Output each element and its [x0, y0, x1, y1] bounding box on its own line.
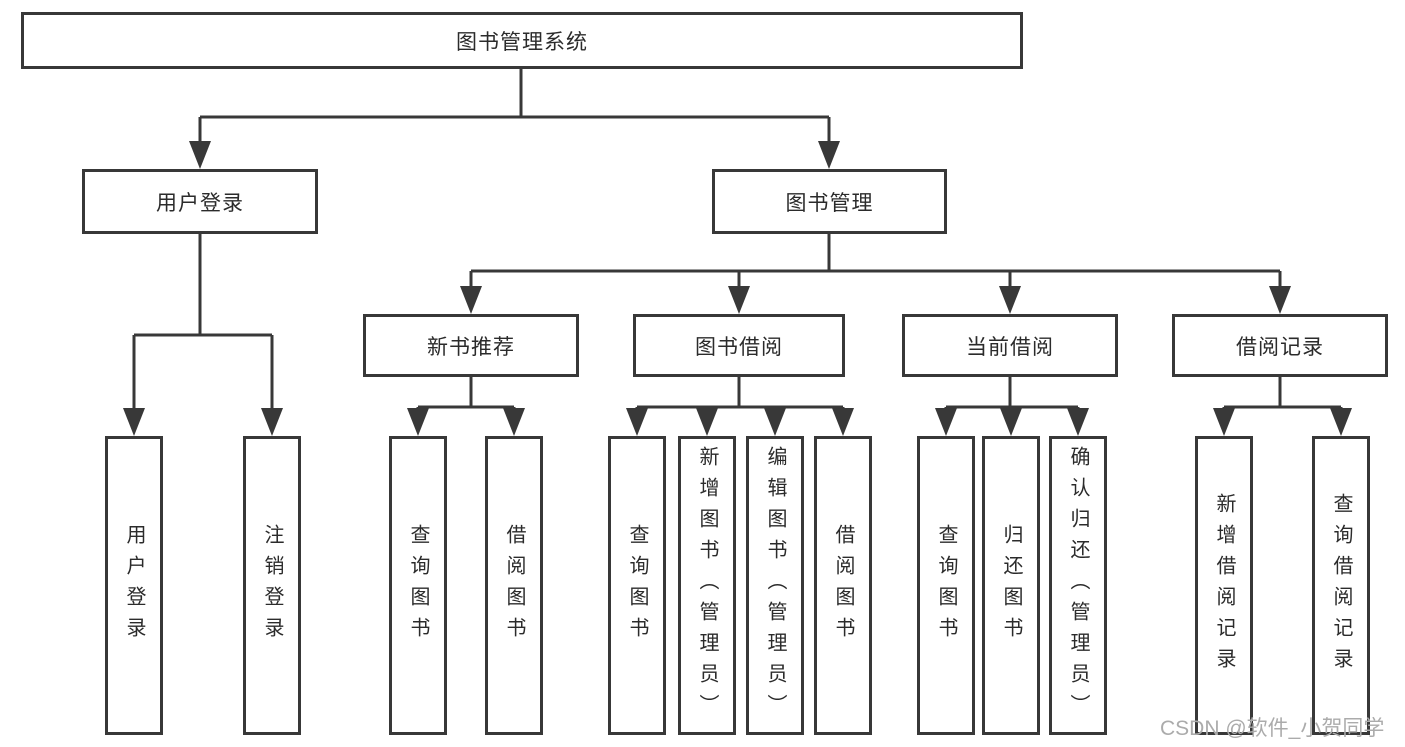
leaf-return-books: 归还图书 — [982, 436, 1040, 735]
leaf-add-books-admin: 新增图书（管理员） — [678, 436, 736, 735]
arrowhead — [935, 408, 957, 436]
arrowhead — [818, 141, 840, 169]
watermark: CSDN @软件_小贺同学 — [1160, 717, 1385, 740]
leaf-confirm-return-admin: 确认归还（管理员） — [1049, 436, 1107, 735]
connector-path — [469, 234, 1282, 288]
arrowhead — [407, 408, 429, 436]
node-current-borrowing-label: 当前借阅 — [966, 335, 1054, 359]
leaf-add-borrow-record: 新增借阅记录 — [1195, 436, 1253, 735]
arrowhead — [503, 408, 525, 436]
node-current-borrowing: 当前借阅 — [902, 314, 1118, 377]
node-user-login: 用户登录 — [82, 169, 318, 234]
leaf-edit-books-admin-label: 编辑图书（管理员） — [764, 446, 786, 725]
connector-path — [1222, 377, 1343, 411]
connector-path — [944, 377, 1080, 411]
arrowhead — [696, 408, 718, 436]
arrowhead — [189, 141, 211, 169]
leaf-add-borrow-record-label: 新增借阅记录 — [1213, 492, 1235, 679]
arrowhead — [728, 286, 750, 314]
leaf-confirm-return-admin-label: 确认归还（管理员） — [1067, 446, 1089, 725]
leaf-query-borrow-record-label: 查询借阅记录 — [1330, 492, 1352, 679]
arrowhead — [999, 286, 1021, 314]
arrowhead — [832, 408, 854, 436]
arrowhead — [1067, 408, 1089, 436]
node-book-management-label: 图书管理 — [785, 191, 874, 215]
node-book-borrowing: 图书借阅 — [633, 314, 845, 377]
leaf-query-books-recommend-label: 查询图书 — [407, 523, 429, 648]
leaf-user-login: 用户登录 — [105, 436, 163, 735]
leaf-add-books-admin-label: 新增图书（管理员） — [696, 446, 718, 725]
leaf-query-books-borrowing-label: 查询图书 — [626, 523, 648, 648]
leaf-query-books-current: 查询图书 — [917, 436, 975, 735]
node-root-label: 图书管理系统 — [456, 30, 588, 54]
leaf-borrow-books-recommend-label: 借阅图书 — [503, 523, 525, 648]
node-user-login-label: 用户登录 — [156, 191, 244, 215]
node-new-book-recommend: 新书推荐 — [363, 314, 579, 377]
leaf-query-books-current-label: 查询图书 — [935, 523, 957, 648]
leaf-borrow-books-borrowing: 借阅图书 — [814, 436, 872, 735]
node-borrowing-records: 借阅记录 — [1172, 314, 1388, 377]
node-book-management: 图书管理 — [712, 169, 947, 234]
leaf-logout-label: 注销登录 — [261, 523, 283, 648]
leaf-query-borrow-record: 查询借阅记录 — [1312, 436, 1370, 735]
node-root: 图书管理系统 — [21, 12, 1023, 69]
arrowhead — [1330, 408, 1352, 436]
arrowhead — [764, 408, 786, 436]
leaf-edit-books-admin: 编辑图书（管理员） — [746, 436, 804, 735]
arrowhead — [460, 286, 482, 314]
arrowhead — [626, 408, 648, 436]
node-borrowing-records-label: 借阅记录 — [1236, 335, 1324, 359]
node-book-borrowing-label: 图书借阅 — [695, 335, 783, 359]
leaf-query-books-recommend: 查询图书 — [389, 436, 447, 735]
leaf-query-books-borrowing: 查询图书 — [608, 436, 666, 735]
leaf-borrow-books-recommend: 借阅图书 — [485, 436, 543, 735]
leaf-borrow-books-borrowing-label: 借阅图书 — [832, 523, 854, 648]
leaf-user-login-label: 用户登录 — [123, 523, 145, 648]
arrowhead — [261, 408, 283, 436]
arrowhead — [1213, 408, 1235, 436]
leaf-return-books-label: 归还图书 — [1000, 523, 1022, 648]
connector-path — [132, 234, 274, 410]
connector-path — [635, 377, 845, 411]
arrowhead — [1000, 408, 1022, 436]
leaf-logout: 注销登录 — [243, 436, 301, 735]
arrowhead — [123, 408, 145, 436]
connector-path — [198, 69, 831, 144]
arrowhead — [1269, 286, 1291, 314]
connector-path — [416, 377, 516, 411]
node-new-book-recommend-label: 新书推荐 — [427, 335, 515, 359]
